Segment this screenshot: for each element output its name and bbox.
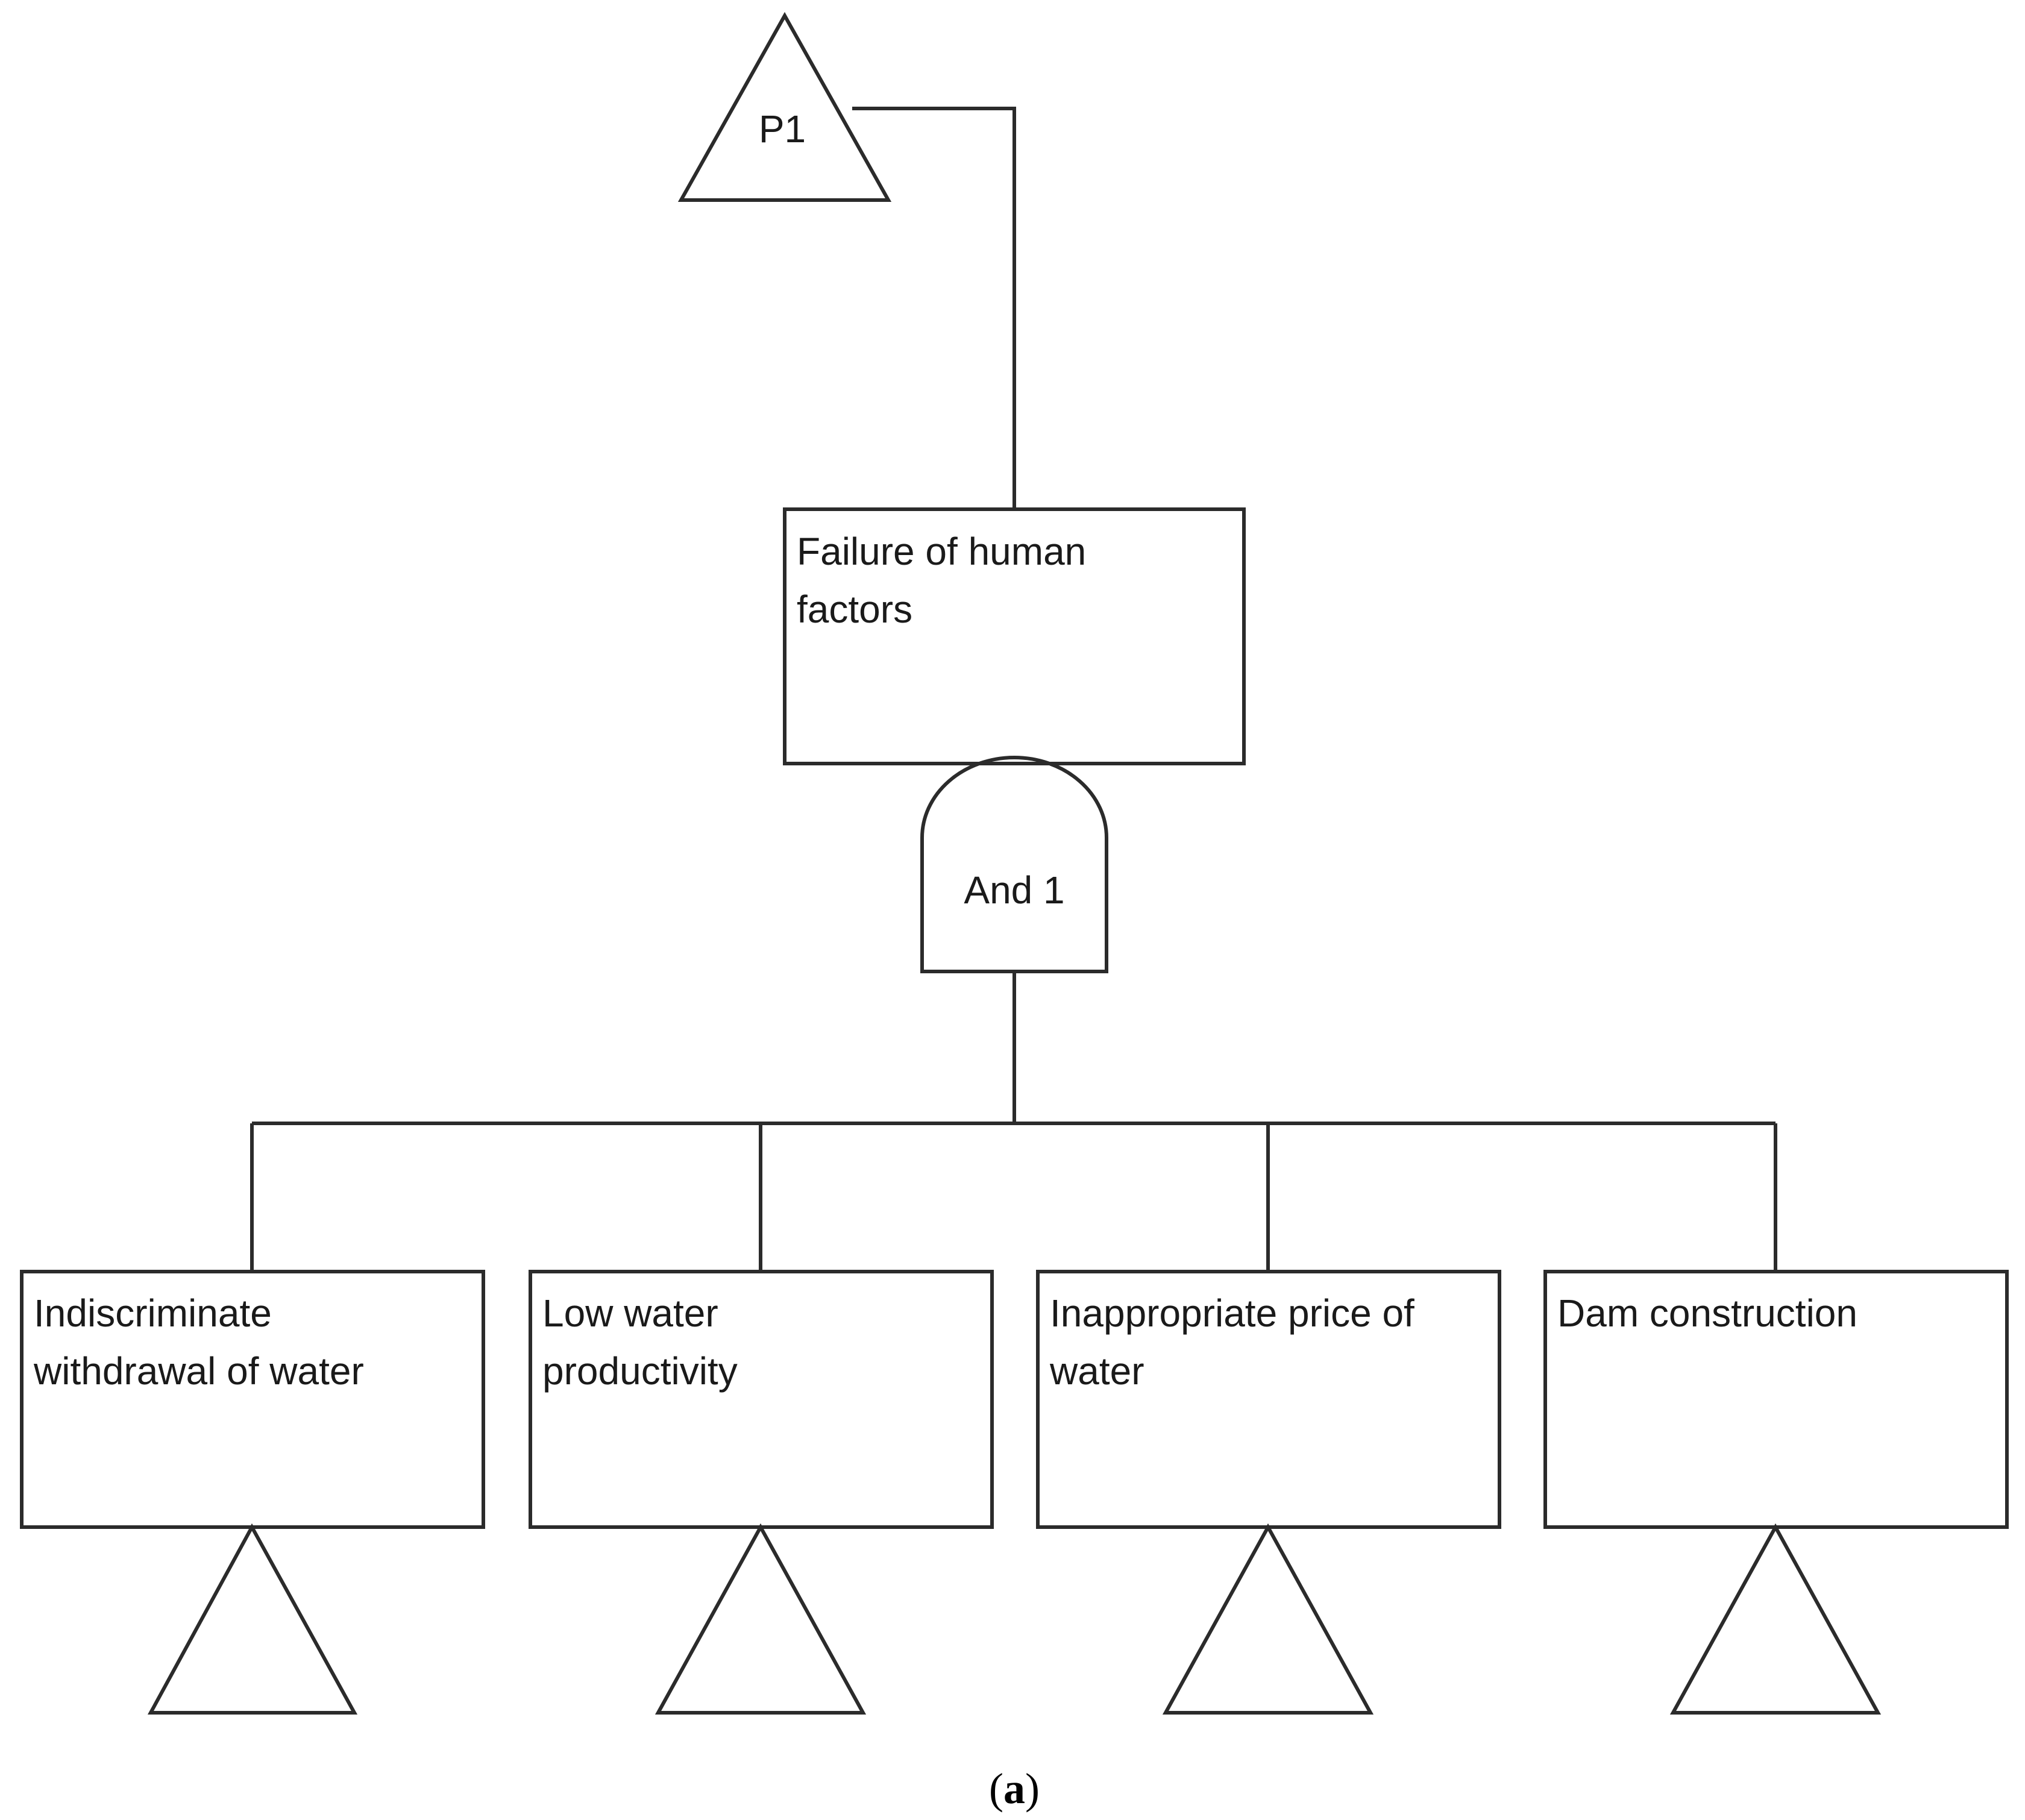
basic-event-label-1-line-1: Indiscriminate — [34, 1291, 272, 1335]
caption-open-paren: ( — [989, 1765, 1003, 1813]
basic-event-label-1-line-2: withdrawal of water — [33, 1349, 364, 1393]
basic-event-label-4-line-1: Dam construction — [1557, 1291, 1857, 1335]
basic-event-label-3-line-1: Inappropriate price of — [1050, 1291, 1414, 1335]
undeveloped-triangle-4 — [1669, 1523, 1882, 1715]
undeveloped-triangle-2 — [655, 1523, 867, 1715]
basic-event-label-3-line-2: water — [1049, 1349, 1144, 1393]
and-gate-symbol — [920, 756, 1108, 973]
connector-p1-to-top-event — [852, 107, 1016, 509]
top-event-label-line-2: factors — [797, 588, 912, 631]
caption-letter: a — [1003, 1765, 1025, 1813]
top-event-label: Failure of human factors — [797, 530, 1097, 631]
basic-event-label-4: Dam construction — [1557, 1291, 1857, 1335]
figure-caption: (a) — [989, 1765, 1040, 1813]
top-event-box — [783, 507, 1246, 765]
basic-event-label-2-line-2: productivity — [542, 1349, 738, 1393]
undeveloped-triangle-3 — [1162, 1523, 1374, 1715]
caption-close-paren: ) — [1025, 1765, 1040, 1813]
basic-event-label-3: Inappropriate price of water — [1049, 1291, 1425, 1393]
basic-event-label-1: Indiscriminate withdrawal of water — [33, 1291, 364, 1393]
undeveloped-triangle-1 — [147, 1523, 358, 1715]
transfer-label: P1 — [759, 107, 806, 151]
gate-label: And 1 — [964, 868, 1064, 912]
basic-event-label-2-line-1: Low water — [542, 1291, 718, 1335]
transfer-triangle-p1 — [677, 11, 892, 202]
top-event-label-line-1: Failure of human — [797, 530, 1086, 573]
basic-event-label-2: Low water productivity — [542, 1291, 738, 1393]
